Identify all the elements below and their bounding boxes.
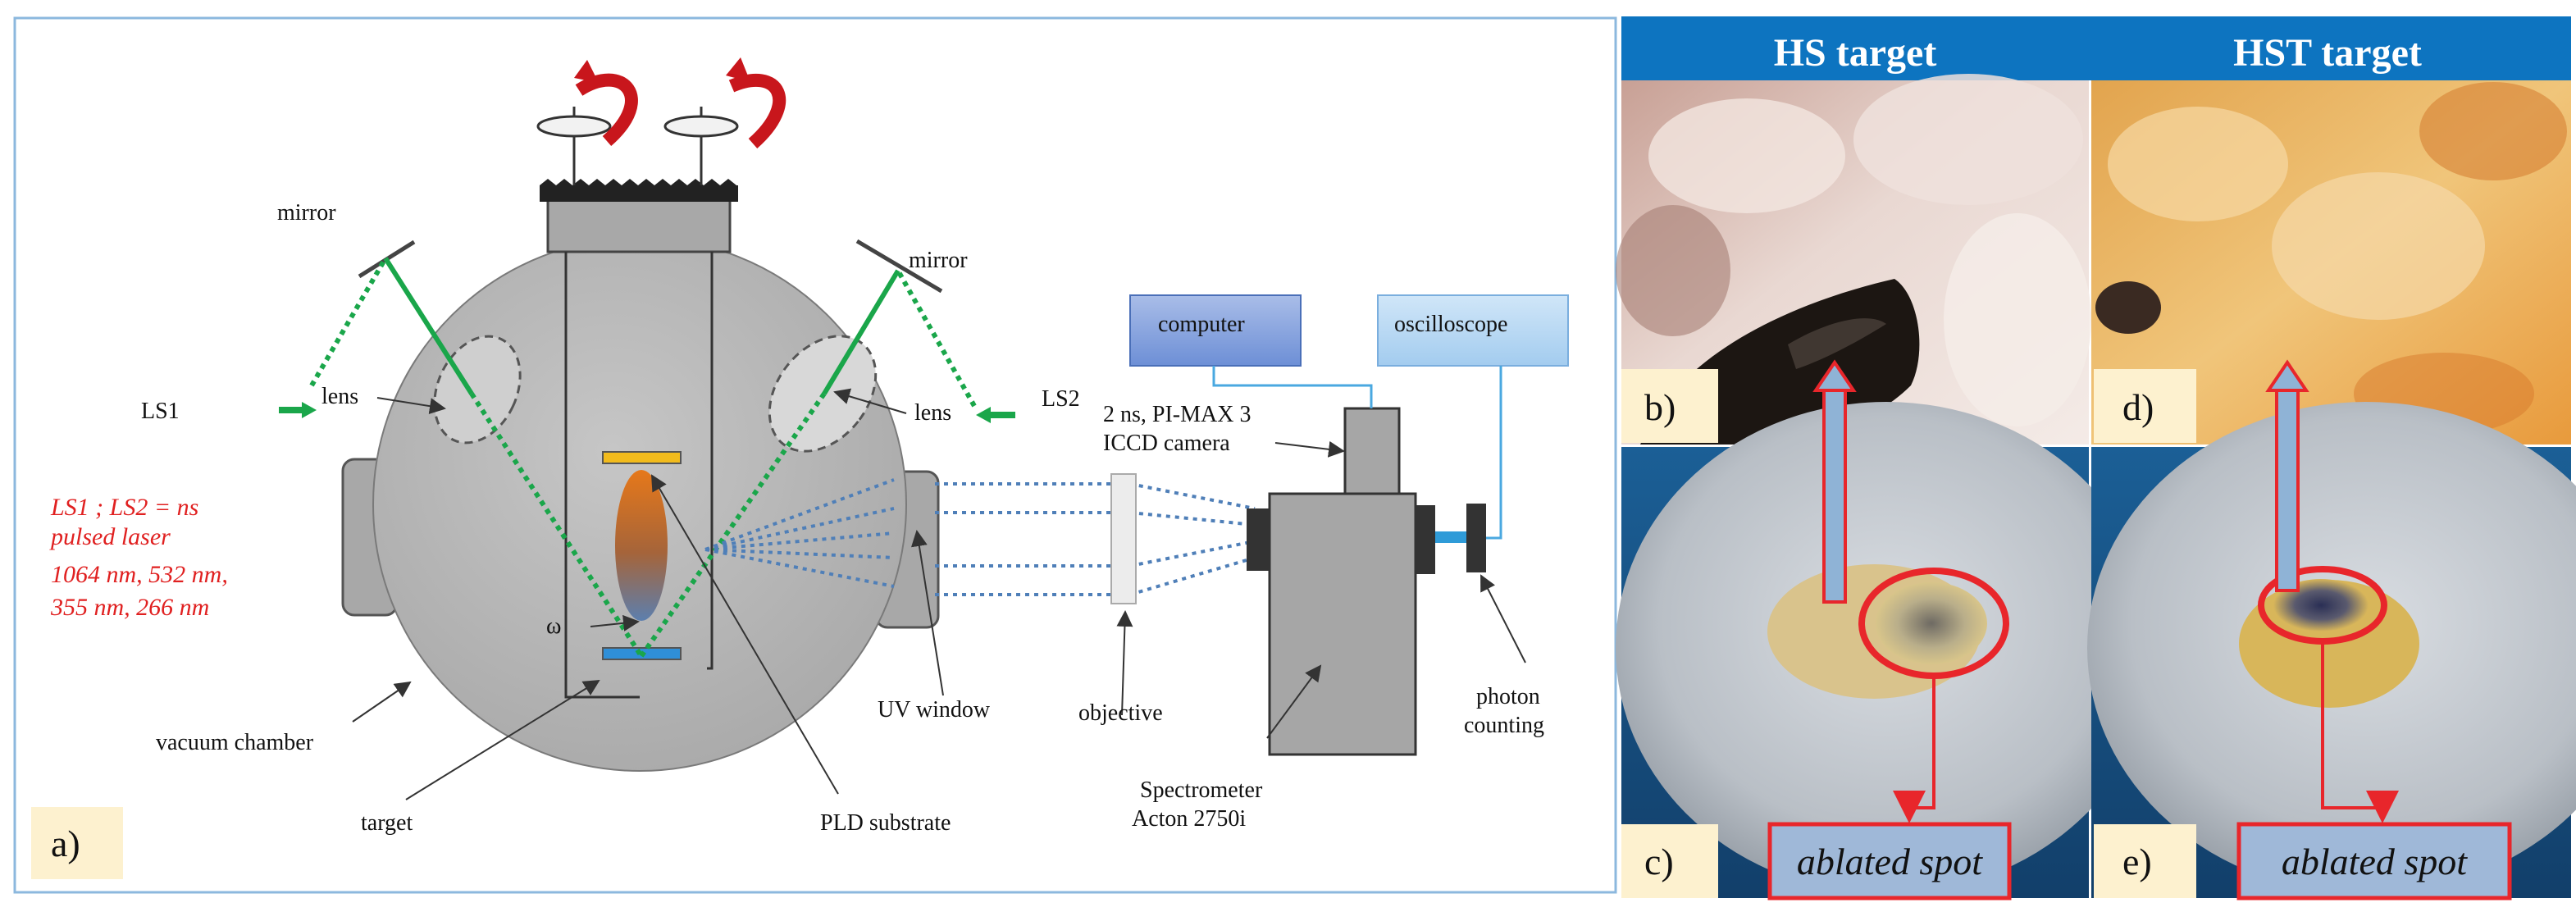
beam-ls1-focused xyxy=(469,392,644,658)
laser-note-line1: LS1 ; LS2 = ns xyxy=(50,494,198,521)
label-pld-substrate: PLD substrate xyxy=(820,810,951,836)
beam-ls1-in xyxy=(309,257,388,387)
setup-panel: mirror mirror LS1 LS2 lens lens ω vacuum… xyxy=(13,16,1617,894)
laser-beams xyxy=(279,257,1015,658)
photo-e-hst-target: ablated spot xyxy=(2087,359,2576,900)
photon-counter xyxy=(1466,504,1486,572)
rotation-arrow-right xyxy=(728,73,786,149)
panel-c-label-bg xyxy=(1621,824,1718,898)
laser-note-line4: 355 nm, 266 nm xyxy=(50,594,209,621)
photo-c-callout-line xyxy=(1893,676,1935,823)
label-camera-line2: ICCD camera xyxy=(1103,431,1230,456)
label-spectrometer-line2: Acton 2750i xyxy=(1132,806,1246,832)
setup-labels: mirror mirror LS1 LS2 lens lens ω vacuum… xyxy=(141,200,1544,836)
lens-left xyxy=(433,335,522,445)
beam-ls1-reflected xyxy=(383,257,474,395)
photo-c-spot xyxy=(1876,582,1987,664)
flange-gear-teeth xyxy=(540,179,736,185)
panel-d-label-bg xyxy=(2094,369,2196,443)
label-mirror-left: mirror xyxy=(277,200,336,226)
spectrometer-entrance xyxy=(1247,508,1270,571)
photo-e-zoom-arrowhead xyxy=(2265,359,2309,392)
photo-c-hs-target: ablated spot xyxy=(1616,359,2157,900)
rotation-arrow-left xyxy=(575,73,638,147)
panel-b-label: b) xyxy=(1644,386,1676,428)
photo-header-bar xyxy=(1621,16,2571,80)
photo-panels: HS target HST target xyxy=(1616,16,2576,900)
panel-d-label: d) xyxy=(2122,386,2154,428)
iccd-camera xyxy=(1343,407,1401,495)
panel-a-label: a) xyxy=(51,823,80,864)
knob-right xyxy=(663,115,739,138)
vacuum-chamber xyxy=(341,57,940,772)
computer-cable xyxy=(1212,366,1373,408)
beam-ls2-in xyxy=(896,269,977,408)
knob-left xyxy=(536,115,612,138)
header-hs-target: HS target xyxy=(1774,31,1937,75)
spectrometer-exit xyxy=(1416,505,1435,574)
flange-gear xyxy=(540,185,738,202)
ls2-arrowhead xyxy=(976,407,991,423)
photo-c-zoom-arrow-shaft xyxy=(1822,385,1847,604)
panel-e-label-bg xyxy=(2094,824,2196,898)
beam-ls2-focused xyxy=(639,392,827,658)
label-objective: objective xyxy=(1078,700,1163,726)
label-photon-line1: photon xyxy=(1476,684,1540,709)
pld-substrate xyxy=(602,451,682,464)
top-flange xyxy=(546,191,732,253)
photo-c-zoom-arrowhead xyxy=(1812,359,1857,392)
laser-note-line2: pulsed laser xyxy=(49,523,171,550)
label-ls1: LS1 xyxy=(141,399,180,424)
label-uv-window: UV window xyxy=(878,697,991,723)
label-omega: ω xyxy=(546,613,561,639)
photo-d-dark-grain xyxy=(2095,281,2161,334)
target-holder-rod xyxy=(564,252,640,699)
label-vacuum-chamber: vacuum chamber xyxy=(156,730,314,755)
oscilloscope-box xyxy=(1377,294,1569,367)
rotation-arrowhead-left xyxy=(574,60,599,83)
beam-ls2-reflected xyxy=(822,269,900,395)
panel-a-label-bg xyxy=(31,807,123,879)
substrate-holder-rod xyxy=(707,252,714,670)
oscilloscope-cable xyxy=(1486,366,1502,540)
label-spectrometer-line1: Spectrometer xyxy=(1140,777,1263,803)
spectrometer-box xyxy=(1268,492,1417,756)
plasma-plume xyxy=(615,470,668,621)
panel-b-label-bg xyxy=(1621,369,1718,443)
photo-e-callout-line xyxy=(2321,641,2399,823)
panel-c-label: c) xyxy=(1644,841,1674,882)
photo-e-ablated-box xyxy=(2236,822,2512,900)
label-lens-right: lens xyxy=(914,400,951,426)
ls1-arrowhead xyxy=(302,402,317,418)
label-computer: computer xyxy=(1158,312,1245,337)
label-lens-left: lens xyxy=(321,384,358,409)
label-oscilloscope: oscilloscope xyxy=(1394,312,1507,337)
panel-e-label: e) xyxy=(2122,841,2152,882)
laser-note: LS1 ; LS2 = ns pulsed laser 1064 nm, 532… xyxy=(49,494,228,621)
pointer-arrows xyxy=(352,388,1526,800)
label-photon-line2: counting xyxy=(1464,713,1544,738)
photo-c-ablated-box xyxy=(1767,822,2012,900)
mirror-right xyxy=(855,239,943,294)
rotation-arrowhead-right xyxy=(726,57,750,82)
label-ls2: LS2 xyxy=(1042,386,1080,412)
label-target: target xyxy=(361,810,413,836)
photo-e-zoom-arrow-shaft xyxy=(2275,385,2300,592)
photo-c-ablated-label: ablated spot xyxy=(1797,841,1983,882)
photo-e-ablated-label: ablated spot xyxy=(2282,841,2468,882)
computer-box xyxy=(1129,294,1302,367)
laser-note-line3: 1064 nm, 532 nm, xyxy=(51,561,228,588)
fiber-coupler xyxy=(1435,531,1466,543)
label-camera-line1: 2 ns, PI-MAX 3 xyxy=(1103,402,1251,427)
label-mirror-right: mirror xyxy=(909,248,968,273)
emission-fan xyxy=(704,478,1256,596)
header-hst-target: HST target xyxy=(2233,31,2422,75)
objective-lens xyxy=(1110,473,1137,604)
